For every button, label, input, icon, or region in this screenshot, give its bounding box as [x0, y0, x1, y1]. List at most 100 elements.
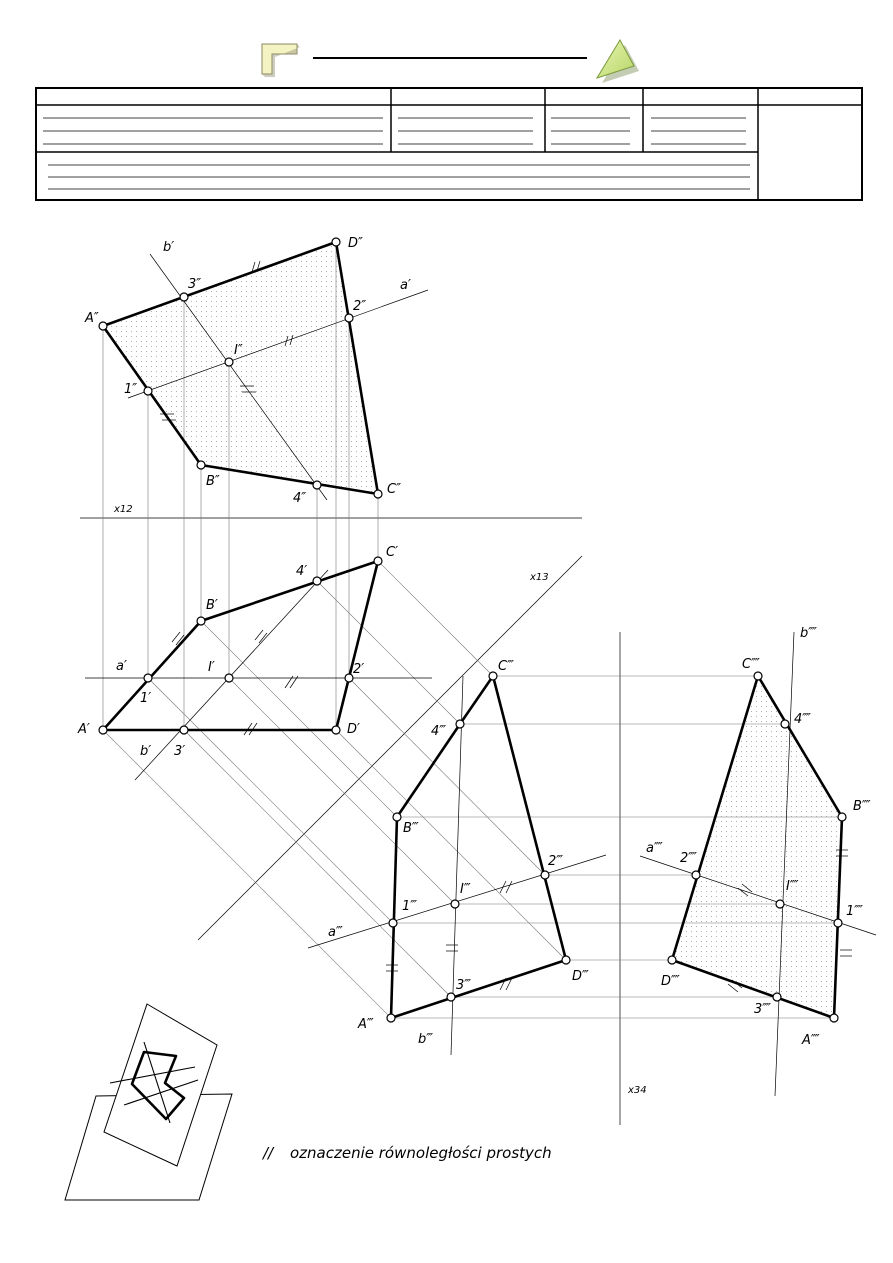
label-D2: D″: [348, 236, 363, 251]
legend-caption: // oznaczenie równoległości prostych: [261, 1144, 552, 1162]
label-1-4: 1⁗: [846, 904, 863, 919]
point-marker: [179, 725, 189, 735]
labels-third: A‴ B‴ C‴ D‴ 1‴ 2‴ 3‴ 4‴ I‴ a‴ b‴: [328, 659, 589, 1047]
point-marker: [488, 671, 498, 681]
point-marker: [344, 673, 354, 683]
point-marker: [388, 918, 398, 928]
point-marker: [450, 899, 460, 909]
label-B2: B″: [206, 474, 220, 489]
label-I-4: I⁗: [786, 879, 799, 894]
label-D1: D′: [347, 722, 360, 737]
label-1-2: 1″: [124, 382, 137, 397]
view-horizontal: [85, 559, 432, 781]
point-marker: [780, 719, 790, 729]
point-marker: [775, 899, 785, 909]
point-marker: [561, 955, 571, 965]
label-4-3: 4‴: [431, 724, 446, 739]
label-3-3: 3‴: [456, 978, 471, 993]
label-A3: A‴: [357, 1017, 374, 1032]
point-marker: [312, 576, 322, 586]
label-b-3: b‴: [418, 1032, 433, 1047]
point-marker: [373, 489, 383, 499]
title-block: [35, 87, 863, 201]
parallel-symbol: //: [261, 1144, 275, 1162]
label-A1: A′: [77, 722, 90, 737]
label-b-1: b′: [140, 744, 151, 759]
label-a-3: a‴: [328, 925, 343, 940]
label-C4: C⁗: [742, 657, 760, 672]
label-a-2: a′: [400, 278, 411, 293]
point-marker: [143, 673, 153, 683]
label-A4: A⁗: [801, 1033, 820, 1048]
planes-illustration: [64, 1003, 233, 1201]
label-B4: B⁗: [853, 799, 871, 814]
label-I-1: I′: [208, 660, 215, 675]
label-C1: C′: [386, 545, 398, 560]
label-x13: x13: [529, 572, 549, 583]
point-marker: [455, 719, 465, 729]
label-2-4: 2⁗: [680, 851, 697, 866]
point-marker: [224, 673, 234, 683]
triangle-icon: [595, 38, 639, 83]
point-marker: [829, 1013, 839, 1023]
point-marker: [833, 918, 843, 928]
point-marker: [392, 812, 402, 822]
point-marker: [753, 671, 763, 681]
label-x34: x34: [627, 1085, 647, 1096]
point-marker: [312, 480, 322, 490]
label-4-2: 4″: [293, 491, 306, 506]
points: [98, 237, 847, 1023]
point-marker: [224, 357, 234, 367]
label-3-2: 3″: [188, 277, 201, 292]
label-x12: x12: [113, 504, 133, 515]
view-frontal: [101, 240, 429, 501]
label-C3: C‴: [498, 659, 514, 674]
label-2-1: 2′: [353, 662, 364, 677]
point-marker: [772, 992, 782, 1002]
label-B3: B‴: [403, 821, 419, 836]
label-3-1: 3′: [174, 744, 185, 759]
labels-horizontal: A′ B′ C′ D′ 1′ 2′ 3′ 4′ I′ a′ b′ x13: [77, 545, 549, 759]
point-marker: [446, 992, 456, 1002]
label-a-1: a′: [116, 659, 127, 674]
label-D4: D⁗: [661, 974, 680, 989]
label-I-3: I‴: [460, 882, 471, 897]
point-marker: [98, 725, 108, 735]
label-2-3: 2‴: [548, 854, 563, 869]
label-1-3: 1‴: [402, 899, 417, 914]
point-marker: [540, 870, 550, 880]
labels-fourth: A⁗ B⁗ C⁗ D⁗ 1⁗ 2⁗ 3⁗ 4⁗ I⁗ a⁗ b⁗ x34: [627, 626, 871, 1096]
label-I-2: I″: [234, 343, 243, 358]
point-marker: [837, 812, 847, 822]
view-fourth: [639, 631, 877, 1097]
label-B1: B′: [206, 598, 218, 613]
point-marker: [667, 955, 677, 965]
label-D3: D‴: [572, 969, 589, 984]
label-4-4: 4⁗: [794, 712, 811, 727]
point-marker: [331, 725, 341, 735]
axis-x13: [197, 555, 583, 941]
corner-icon: [261, 43, 300, 77]
labels-frontal: A″ B″ C″ D″ 1″ 2″ 3″ 4″ I″ a′ b′ x12: [84, 236, 411, 515]
label-3-4: 3⁗: [754, 1002, 771, 1017]
label-2-2: 2″: [353, 299, 366, 314]
label-b-2: b′: [163, 240, 174, 255]
label-a-4: a⁗: [646, 841, 663, 856]
point-marker: [373, 556, 383, 566]
label-A2: A″: [84, 311, 99, 326]
label-4-1: 4′: [296, 564, 307, 579]
label-b-4: b⁗: [800, 626, 817, 641]
point-marker: [196, 460, 206, 470]
point-marker: [98, 321, 108, 331]
projection-lines-oblique: [102, 560, 567, 1019]
point-marker: [179, 292, 189, 302]
point-marker: [331, 237, 341, 247]
label-1-1: 1′: [140, 691, 151, 706]
point-marker: [344, 313, 354, 323]
point-marker: [143, 386, 153, 396]
point-marker: [691, 870, 701, 880]
point-marker: [386, 1013, 396, 1023]
label-C2: C″: [387, 482, 401, 497]
caption-text: oznaczenie równoległości prostych: [290, 1144, 552, 1162]
